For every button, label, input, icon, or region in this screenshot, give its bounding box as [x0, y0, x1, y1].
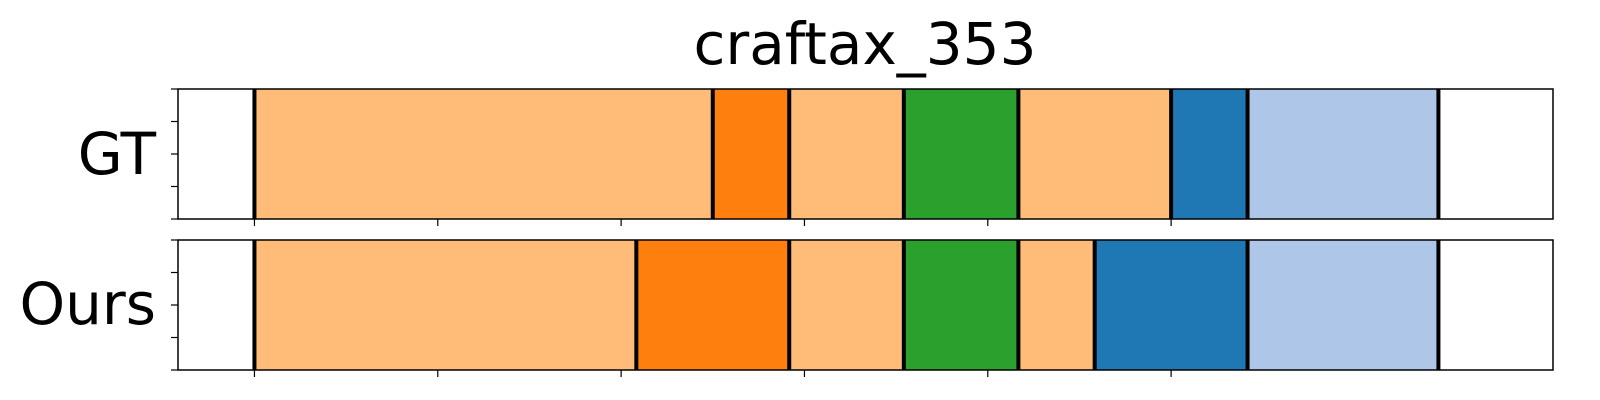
- segment-gt-0: [254, 89, 713, 219]
- segment-gt-4: [1018, 89, 1172, 219]
- chart-title: craftax_353: [693, 10, 1037, 78]
- segment-gt-5: [1171, 89, 1248, 219]
- segment-gt-1: [712, 89, 790, 219]
- segment-ours-2: [789, 240, 904, 370]
- segment-gt-6: [1247, 89, 1439, 219]
- segment-ours-0: [254, 240, 637, 370]
- segment-gt-2: [789, 89, 904, 219]
- segment-ours-4: [1018, 240, 1095, 370]
- segment-ours-3: [903, 240, 1019, 370]
- segment-gt-3: [903, 89, 1019, 219]
- segment-ours-1: [636, 240, 790, 370]
- segment-ours-5: [1094, 240, 1248, 370]
- row-label-gt: GT: [77, 120, 156, 188]
- row-label-ours: Ours: [19, 270, 156, 338]
- segment-ours-6: [1247, 240, 1439, 370]
